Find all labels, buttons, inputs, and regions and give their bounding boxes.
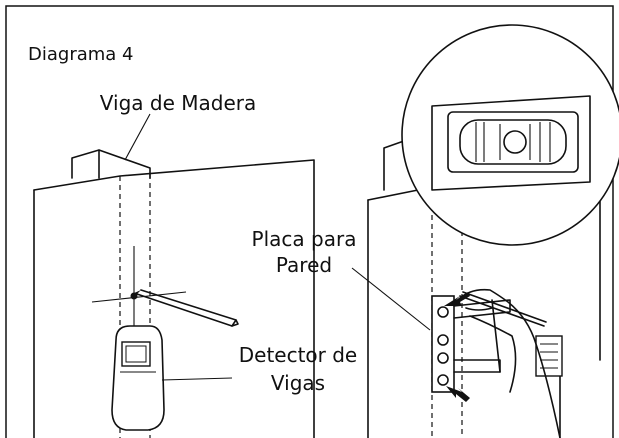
left-wall-panel [33,159,315,438]
label-stud-finder-line2: Vigas [271,371,325,395]
mark-point [130,292,138,300]
stud-finder-leader [161,377,233,381]
wood-beam-leader [124,113,151,161]
diagram-title: Diagrama 4 [28,44,134,65]
label-wall-plate-line2: Pared [276,253,332,277]
level-bubble [503,130,527,154]
left-wall-illustration [33,149,315,438]
right-wall-illustration [351,24,619,438]
label-stud-finder-line1: Detector de [239,343,358,367]
wall-plate-leader [351,267,431,331]
crosshair-horizontal [91,291,187,303]
label-wall-plate-line1: Placa para [252,227,357,251]
stud-finder-screen [121,341,151,367]
bubble-level [431,95,591,191]
arrow-top [444,292,470,306]
stud-finder-device [111,325,165,431]
label-wood-beam: Viga de Madera [100,91,256,115]
arrow-bottom [446,386,470,402]
hand [457,288,561,438]
